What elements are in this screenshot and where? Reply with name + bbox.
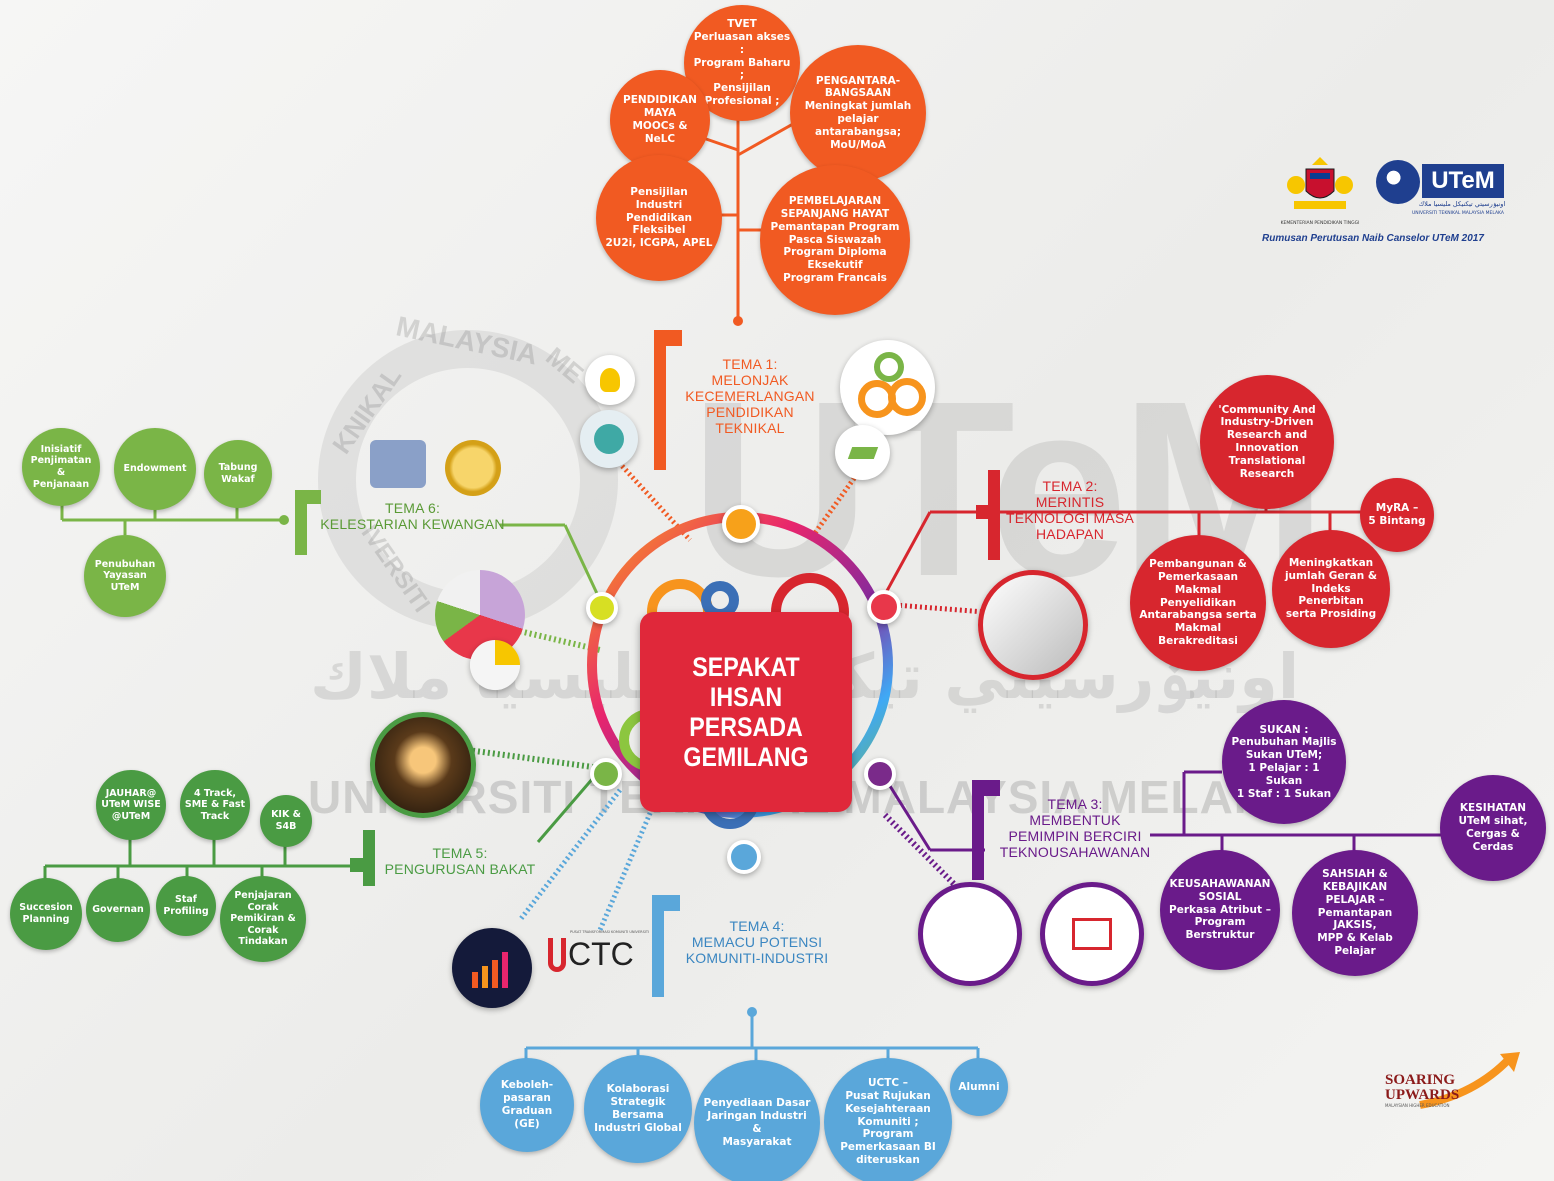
utem-globe-icon xyxy=(1376,160,1420,204)
tema2-item-community-industry: 'Community And Industry-Driven Research … xyxy=(1200,375,1334,509)
tema4-item-kolaborasi: Kolaborasi Strategik Bersama Industri Gl… xyxy=(584,1055,692,1163)
tema2-bar-accent xyxy=(976,505,990,519)
uctc-u-mark xyxy=(548,938,566,972)
growth-chart-icon xyxy=(452,928,532,1008)
tema3-title: TEMA 3: MEMBENTUK PEMIMPIN BERCIRI TEKNO… xyxy=(999,796,1151,861)
center-title: SEPAKAT IHSAN PERSADA GEMILANG xyxy=(683,651,809,773)
tema3-bar xyxy=(972,780,984,880)
tema5-item-governan: Governan xyxy=(86,878,150,942)
tema5-item-jauhar: JAUHAR@ UTeM WISE @UTeM xyxy=(96,770,166,840)
tema4-bar-accent xyxy=(664,895,680,911)
utem-caption: UNIVERSITI TEKNIKAL MALAYSIA MELAKA xyxy=(1412,211,1504,216)
ministry-crest-icon xyxy=(1287,157,1353,209)
presentation-board-icon xyxy=(1040,882,1144,986)
tema5-item-staf-profiling: Staf Profiling xyxy=(156,876,216,936)
header-subtitle: Rumusan Perutusan Naib Canselor UTeM 201… xyxy=(1262,233,1484,244)
tema2-item-makmal: Pembangunan & Pemerkasaan Makmal Penyeli… xyxy=(1130,535,1266,671)
ring-node-bottom xyxy=(727,840,761,874)
gears-icon xyxy=(840,340,935,435)
ministry-logo: KEMENTERIAN PENDIDIKAN TINGGI xyxy=(1276,155,1364,226)
ring-node-left xyxy=(586,592,618,624)
tema3-bar-accent xyxy=(984,780,1000,796)
ring-node-top xyxy=(722,505,760,543)
tema6-item-penubuhan-yayasan: Penubuhan Yayasan UTeM xyxy=(84,535,166,617)
calculator-icon xyxy=(370,440,426,488)
uctc-wordmark: CTC xyxy=(568,936,634,972)
tema6-item-tabung-wakaf: Tabung Wakaf xyxy=(204,440,272,508)
utem-jawi: اونيۏرسيتي تيكنيكل مليسيا ملاك xyxy=(1418,200,1506,208)
tema5-bar-accent xyxy=(350,858,364,872)
tema6-bar-accent xyxy=(307,490,321,504)
tema1-item-pensijilan-industri: Pensijilan Industri Pendidikan Fleksibel… xyxy=(596,155,722,281)
tema4-bar xyxy=(652,895,664,997)
tema3-item-sahsiah-kebajikan: SAHSIAH & KEBAJIKAN PELAJAR – Pemantapan… xyxy=(1292,850,1418,976)
globe-icon xyxy=(580,410,638,468)
tema4-title: TEMA 4: MEMACU POTENSI KOMUNITI-INDUSTRI xyxy=(685,918,829,967)
tema2-bar xyxy=(988,470,1000,560)
ministry-caption: KEMENTERIAN PENDIDIKAN TINGGI xyxy=(1280,221,1360,226)
uctc-caption: PUSAT TRANSFORMASI KOMUNITI UNIVERSITI xyxy=(570,930,650,934)
center-title-box: SEPAKAT IHSAN PERSADA GEMILANG xyxy=(640,612,852,812)
handshake-icon xyxy=(978,570,1088,680)
tema2-title: TEMA 2: MERINTIS TEKNOLOGI MASA HADAPAN xyxy=(1005,478,1135,543)
upward-arrow-icon xyxy=(1419,1052,1520,1109)
utem-logo: UTeM اونيۏرسيتي تيكنيكل مليسيا ملاك UNIV… xyxy=(1376,160,1508,220)
uctc-logo: CTC PUSAT TRANSFORMASI KOMUNITI UNIVERSI… xyxy=(548,928,650,978)
soaring-caption: MALAYSIAN HIGHER EDUCATION xyxy=(1385,1103,1450,1108)
utem-wordmark: UTeM xyxy=(1422,164,1504,198)
ring-node-bottom-right xyxy=(864,758,896,790)
tema5-bar xyxy=(363,830,375,886)
tema1-title: TEMA 1: MELONJAK KECEMERLANGAN PENDIDIKA… xyxy=(685,356,815,437)
ring-node-right xyxy=(867,590,901,624)
tema4-item-uctc: UCTC – Pusat Rujukan Kesejahteraan Komun… xyxy=(824,1058,952,1181)
tema3-item-kesihatan: KESIHATAN UTeM sihat, Cergas & Cerdas xyxy=(1440,775,1546,881)
tema3-item-keusahawanan-sosial: KEUSAHAWANAN SOSIAL Perkasa Atribut – Pr… xyxy=(1160,850,1280,970)
tema5-item-penjajaran: Penjajaran Corak Pemikiran & Corak Tinda… xyxy=(220,876,306,962)
coin-icon xyxy=(445,440,501,496)
soaring-line1: SOARING xyxy=(1385,1072,1456,1088)
lightbulb-icon xyxy=(585,355,635,405)
tema6-bar xyxy=(295,490,307,555)
idea-bulb-icon xyxy=(370,712,476,818)
tema5-item-succession: Succesion Planning xyxy=(10,878,82,950)
tema4-item-kebolehpasaran: Keboleh- pasaran Graduan (GE) xyxy=(480,1058,574,1152)
tema5-item-kik: KIK & S4B xyxy=(260,795,312,847)
tema4-item-alumni: Alumni xyxy=(950,1058,1008,1116)
tema1-item-pendidikan-maya: PENDIDIKAN MAYA MOOCs & NeLC xyxy=(610,70,710,170)
tema6-item-endowment: Endowment xyxy=(114,428,196,510)
data-analysis-icon xyxy=(918,882,1022,986)
tema1-bar xyxy=(654,330,666,470)
soaring-line2: UPWARDS xyxy=(1385,1087,1460,1103)
tema2-item-myra: MyRA – 5 Bintang xyxy=(1360,478,1434,552)
graduation-cap-icon xyxy=(835,425,890,480)
tema4-item-penyediaan-dasar: Penyediaan Dasar Jaringan Industri & Mas… xyxy=(694,1060,820,1181)
tema3-item-sukan: SUKAN : Penubuhan Majlis Sukan UTeM; 1 P… xyxy=(1222,700,1346,824)
ring-node-bottom-left xyxy=(590,758,622,790)
tema2-item-geran: Meningkatkan jumlah Geran & Indeks Pener… xyxy=(1272,530,1390,648)
soaring-upwards-logo: SOARING UPWARDS MALAYSIAN HIGHER EDUCATI… xyxy=(1380,1050,1530,1110)
tema6-item-inisiatif: Inisiatif Penjimatan & Penjanaan xyxy=(22,428,100,506)
tema1-item-pembelajaran-sepanjang-hayat: PEMBELAJARAN SEPANJANG HAYAT Pemantapan … xyxy=(760,165,910,315)
tema1-bar-accent xyxy=(666,330,682,346)
tema6-title: TEMA 6: KELESTARIAN KEWANGAN xyxy=(320,500,505,533)
tema5-item-4track: 4 Track, SME & Fast Track xyxy=(180,770,250,840)
tema5-title: TEMA 5: PENGURUSAN BAKAT xyxy=(384,845,536,878)
tema1-item-pengantarabangsaan: PENGANTARA- BANGSAAN Meningkat jumlah pe… xyxy=(790,45,926,181)
pie-slice-icon xyxy=(470,640,520,690)
